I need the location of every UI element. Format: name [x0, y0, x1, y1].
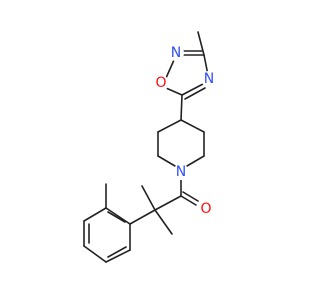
- oxadiazole-o-label: O: [155, 75, 166, 91]
- bond-c5-n4: [181, 83, 204, 96]
- oxadiazole-n-top-label: N: [171, 45, 181, 61]
- bond-ar-c1-c2-inner: [107, 211, 126, 223]
- oxadiazole-n-right-atom: N: [201, 71, 217, 87]
- bond-pip-c2-n: [186, 155, 205, 167]
- carbonyl-o-label: O: [200, 201, 211, 217]
- bond-c5-n4-double: [184, 87, 206, 100]
- piperidine-n-label: N: [176, 164, 186, 180]
- bond-ar-c1-c2: [105, 207, 131, 225]
- piperidine-n-atom: N: [173, 164, 189, 180]
- atom-label-layer: N O N N O: [153, 45, 217, 217]
- bond-quaternary-aryl: [129, 209, 156, 225]
- oxadiazole-o-atom: O: [153, 75, 169, 91]
- bond-ar-c4-c5: [83, 245, 107, 263]
- bond-o1-c5: [165, 87, 183, 96]
- bond-methyl-oxadiazole: [197, 31, 205, 56]
- carbonyl-o-atom: O: [198, 201, 214, 217]
- oxadiazole-n-right-label: N: [204, 71, 214, 87]
- oxadiazole-n-top-atom: N: [168, 45, 184, 61]
- bond-ar-c2-c3: [83, 207, 107, 222]
- bond-quaternary-methyl-2: [154, 209, 173, 235]
- bond-carbonyl-o-double: [182, 191, 199, 202]
- bond-ar-c5-c6: [105, 249, 131, 263]
- bond-pip-c5-c4: [157, 119, 182, 133]
- bond-oxadiazole-piperidine: [180, 94, 183, 121]
- bond-ar-c5-c6-inner: [107, 246, 127, 258]
- bond-carbonyl-o: [180, 195, 197, 206]
- molecule-structure-diagram: N O N N O: [83, 31, 217, 263]
- bond-n2-o1: [165, 59, 175, 79]
- bond-layer: [83, 31, 209, 263]
- bond-pip-n-c6: [157, 155, 176, 167]
- bond-pip-c4-c3: [180, 119, 205, 133]
- bond-carbonyl-quaternary: [154, 195, 182, 211]
- bond-quaternary-methyl-1: [141, 185, 156, 211]
